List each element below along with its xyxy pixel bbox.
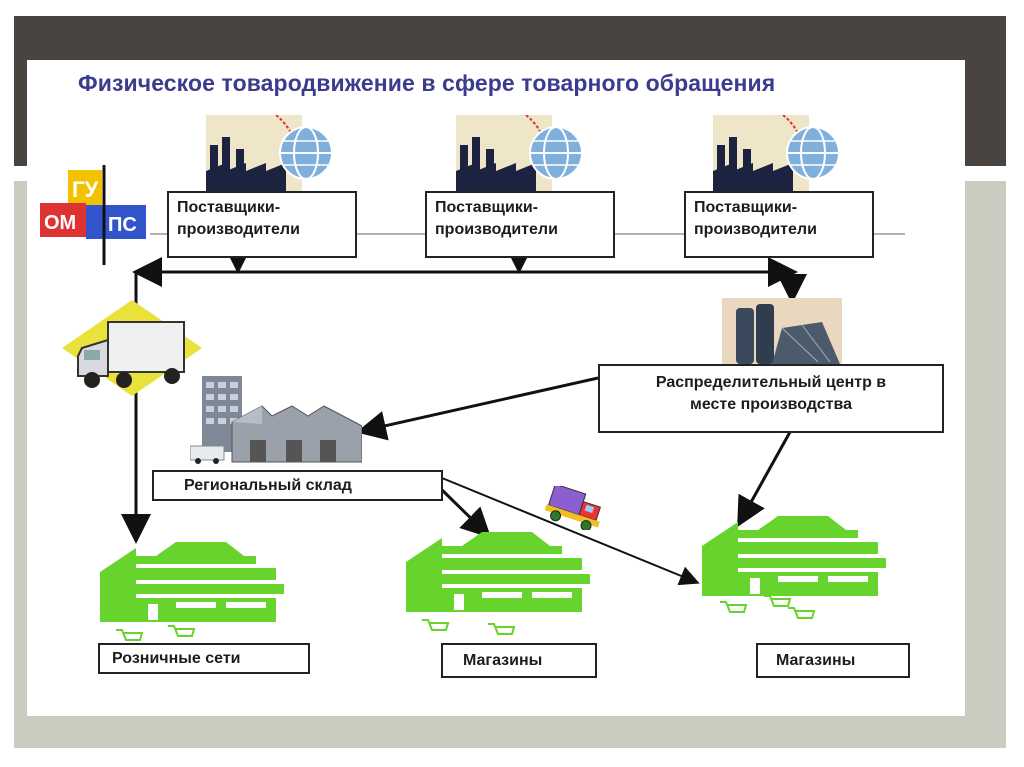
logo-letters-1: ГУ — [72, 177, 98, 202]
retail-chains-box: Розничные сети — [98, 643, 310, 674]
factory-icon — [206, 114, 336, 195]
shopping-cart-icon — [720, 595, 816, 619]
supplier-label-line1: Поставщики- — [177, 199, 281, 216]
supplier-label-line1: Поставщики- — [435, 199, 539, 216]
distribution-center-box: Распределительный центр в месте производ… — [598, 364, 944, 433]
dc-label-line2: месте производства — [690, 396, 852, 413]
supplier-label-line2: производители — [435, 221, 558, 238]
supplier-box: Поставщики- производители — [167, 191, 357, 258]
warehouse-icon — [189, 372, 363, 464]
supplier-label-line2: производители — [177, 221, 300, 238]
logo-letters-3: ПС — [108, 214, 137, 236]
logo-letters-2: ОМ — [44, 212, 76, 234]
factory-icon — [713, 114, 843, 195]
logo-icon: ГУ ОМ ПС — [38, 165, 148, 265]
supplier-box: Поставщики- производители — [684, 191, 874, 258]
toy-truck-icon — [544, 483, 609, 532]
shopping-cart-icon — [422, 619, 516, 635]
page-title: Физическое товародвижение в сфере товарн… — [78, 70, 776, 96]
regional-warehouse-box: Региональный склад — [152, 470, 443, 501]
shopping-cart-icon — [116, 625, 196, 641]
supplier-label-line2: производители — [694, 221, 817, 238]
supplier-label-line1: Поставщики- — [694, 199, 798, 216]
outlet-label: Магазины — [463, 652, 543, 669]
store-icon — [96, 538, 286, 642]
regional-warehouse-label: Региональный склад — [184, 477, 352, 494]
globe-icon — [279, 126, 333, 180]
globe-icon — [529, 126, 583, 180]
dc-label-line1: Распределительный центр в — [655, 374, 887, 391]
truck-icon — [62, 300, 202, 400]
outlet-label: Розничные сети — [112, 650, 241, 667]
globe-icon — [786, 126, 840, 180]
shops-box: Магазины — [441, 643, 597, 678]
store-icon — [402, 528, 592, 640]
factory-icon — [456, 114, 586, 195]
supplier-box: Поставщики- производители — [425, 191, 615, 258]
shops-box: Магазины — [756, 643, 910, 678]
silo-icon — [722, 298, 842, 364]
store-icon — [698, 512, 888, 628]
outlet-label: Магазины — [776, 652, 856, 669]
